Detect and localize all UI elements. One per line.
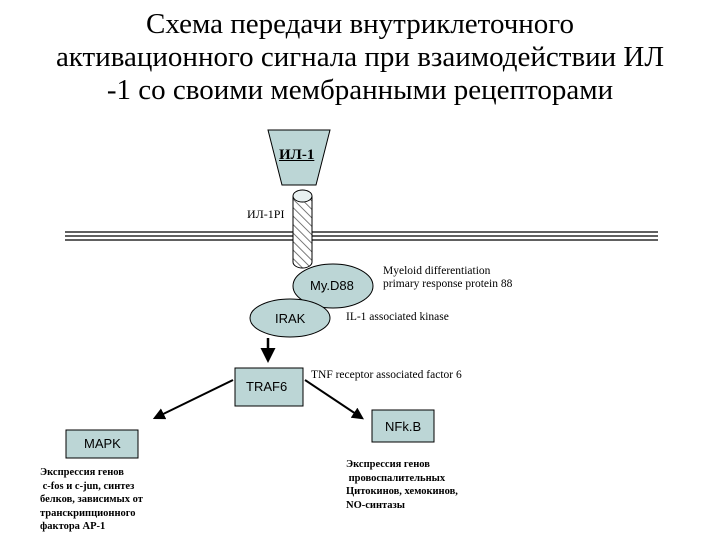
- mapk-output-line-5: фактора АР-1: [40, 521, 106, 532]
- nfkb-label: NFk.B: [385, 419, 422, 434]
- myd88-annotation-line-2: primary response protein 88: [383, 278, 513, 290]
- il1-label: ИЛ-1: [279, 147, 315, 163]
- myd88-annotation-line-1: Myeloid differentiation: [383, 265, 491, 277]
- arrow-traf6-mapk: [152, 379, 234, 420]
- traf6-annotation: TNF receptor associated factor 6: [311, 369, 462, 381]
- page-title: Схема передачи внутриклеточного активаци…: [0, 8, 720, 107]
- nfkb-output-text: Экспрессия генов провоспалительных Циток…: [346, 458, 458, 512]
- nfkb-output-line-1: Экспрессия генов: [346, 459, 430, 470]
- nfkb-node: [371, 409, 435, 443]
- mapk-label: MAPK: [84, 436, 121, 451]
- traf6-node: [234, 367, 304, 407]
- mapk-output-line-1: Экспрессия генов: [40, 467, 124, 478]
- irak-label: IRAK: [275, 311, 306, 326]
- cell-membrane: [65, 231, 658, 241]
- title-line-3: -1 со своими мембранными рецепторами: [106, 74, 614, 106]
- arrow-traf6-nfkb: [304, 379, 364, 420]
- nfkb-output-line-2: провоспалительных: [346, 472, 446, 484]
- il1-receptor-shape: [292, 189, 313, 269]
- mapk-output-line-4: транскрипционного: [40, 507, 136, 519]
- nfkb-output-line-4: NO-синтазы: [346, 499, 405, 511]
- title-line-1: Схема передачи внутриклеточного: [146, 8, 574, 40]
- title-line-2: активационного сигнала при взаимодействи…: [55, 41, 665, 73]
- irak-annotation: IL-1 associated kinase: [346, 311, 449, 323]
- il1-ligand-shape: [267, 129, 331, 186]
- myd88-annotation: Myeloid differentiation primary response…: [383, 265, 512, 291]
- traf6-label: TRAF6: [246, 379, 288, 394]
- mapk-output-text: Экспрессия генов с-fos и с-jun, синтез б…: [40, 466, 143, 534]
- myd88-label: My.D88: [310, 278, 354, 293]
- mapk-node: [65, 429, 139, 459]
- mapk-output-line-2: с-fos и с-jun, синтез: [40, 480, 135, 492]
- nfkb-output-line-3: Цитокинов, хемокинов,: [346, 486, 458, 497]
- irak-node: [249, 298, 331, 338]
- mapk-output-line-3: белков, зависимых от: [40, 494, 143, 505]
- il1r-label: ИЛ-1РI: [247, 207, 285, 221]
- myd88-node: [292, 263, 374, 309]
